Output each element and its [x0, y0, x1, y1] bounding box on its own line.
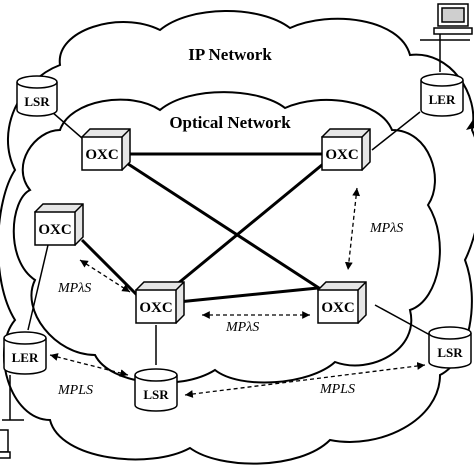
arrow-mpls-right	[184, 362, 426, 398]
router-label: LSR	[24, 94, 50, 109]
ip-network-title: IP Network	[188, 45, 272, 64]
ler-top-right: LER	[420, 73, 464, 117]
ip-network-cloud	[0, 10, 474, 465]
label-mplambdas-right: MPλS	[369, 221, 403, 236]
arrow-mplambdas-left	[79, 259, 131, 293]
oxc-label: OXC	[38, 222, 71, 238]
optical-network-title: Optical Network	[169, 113, 291, 132]
link-oxc-bc-br	[177, 286, 319, 304]
lsr-top-left: LSR	[16, 75, 58, 117]
oxc-links	[80, 152, 329, 304]
oxc-label: OXC	[325, 147, 358, 163]
lsr-bottom-center: LSR	[134, 368, 178, 412]
label-mpls-left: MPLS	[57, 383, 93, 398]
oxc-top-right: OXC	[320, 128, 371, 172]
oxc-label: OXC	[85, 147, 118, 163]
ler-bottom-left: LER	[3, 331, 47, 375]
label-mplambdas-bottom: MPλS	[225, 320, 259, 335]
router-label: LSR	[143, 387, 169, 402]
arrow-mpls-left	[49, 353, 129, 377]
computer-icon	[420, 3, 473, 72]
router-label: LER	[12, 350, 39, 365]
computer-icon	[0, 375, 24, 459]
oxc-bottom-right: OXC	[316, 281, 367, 325]
oxc-label: OXC	[139, 300, 172, 316]
link-oxc-tl-br	[121, 158, 323, 292]
router-label: LSR	[437, 345, 463, 360]
link-oxc-tr-bc	[169, 158, 329, 292]
oxc-bottom-center: OXC	[134, 281, 185, 325]
router-label: LER	[429, 92, 456, 107]
optical-network-cloud	[12, 91, 441, 384]
oxc-top-left: OXC	[80, 128, 131, 172]
link-oxc-br-lsr	[374, 304, 431, 336]
label-mplambdas-left: MPλS	[57, 281, 91, 296]
oxc-label: OXC	[321, 300, 354, 316]
arrow-mplambdas-right	[344, 187, 361, 271]
lsr-bottom-right: LSR	[428, 326, 472, 369]
link-oxc-ml-ler	[27, 244, 49, 331]
arrow-head-icon	[466, 118, 474, 130]
link-ler-tr-oxc	[371, 111, 421, 151]
label-mpls-right: MPLS	[319, 382, 355, 397]
dashed-arrows	[49, 187, 426, 398]
access-links	[27, 111, 431, 365]
oxc-mid-left: OXC	[33, 203, 84, 247]
